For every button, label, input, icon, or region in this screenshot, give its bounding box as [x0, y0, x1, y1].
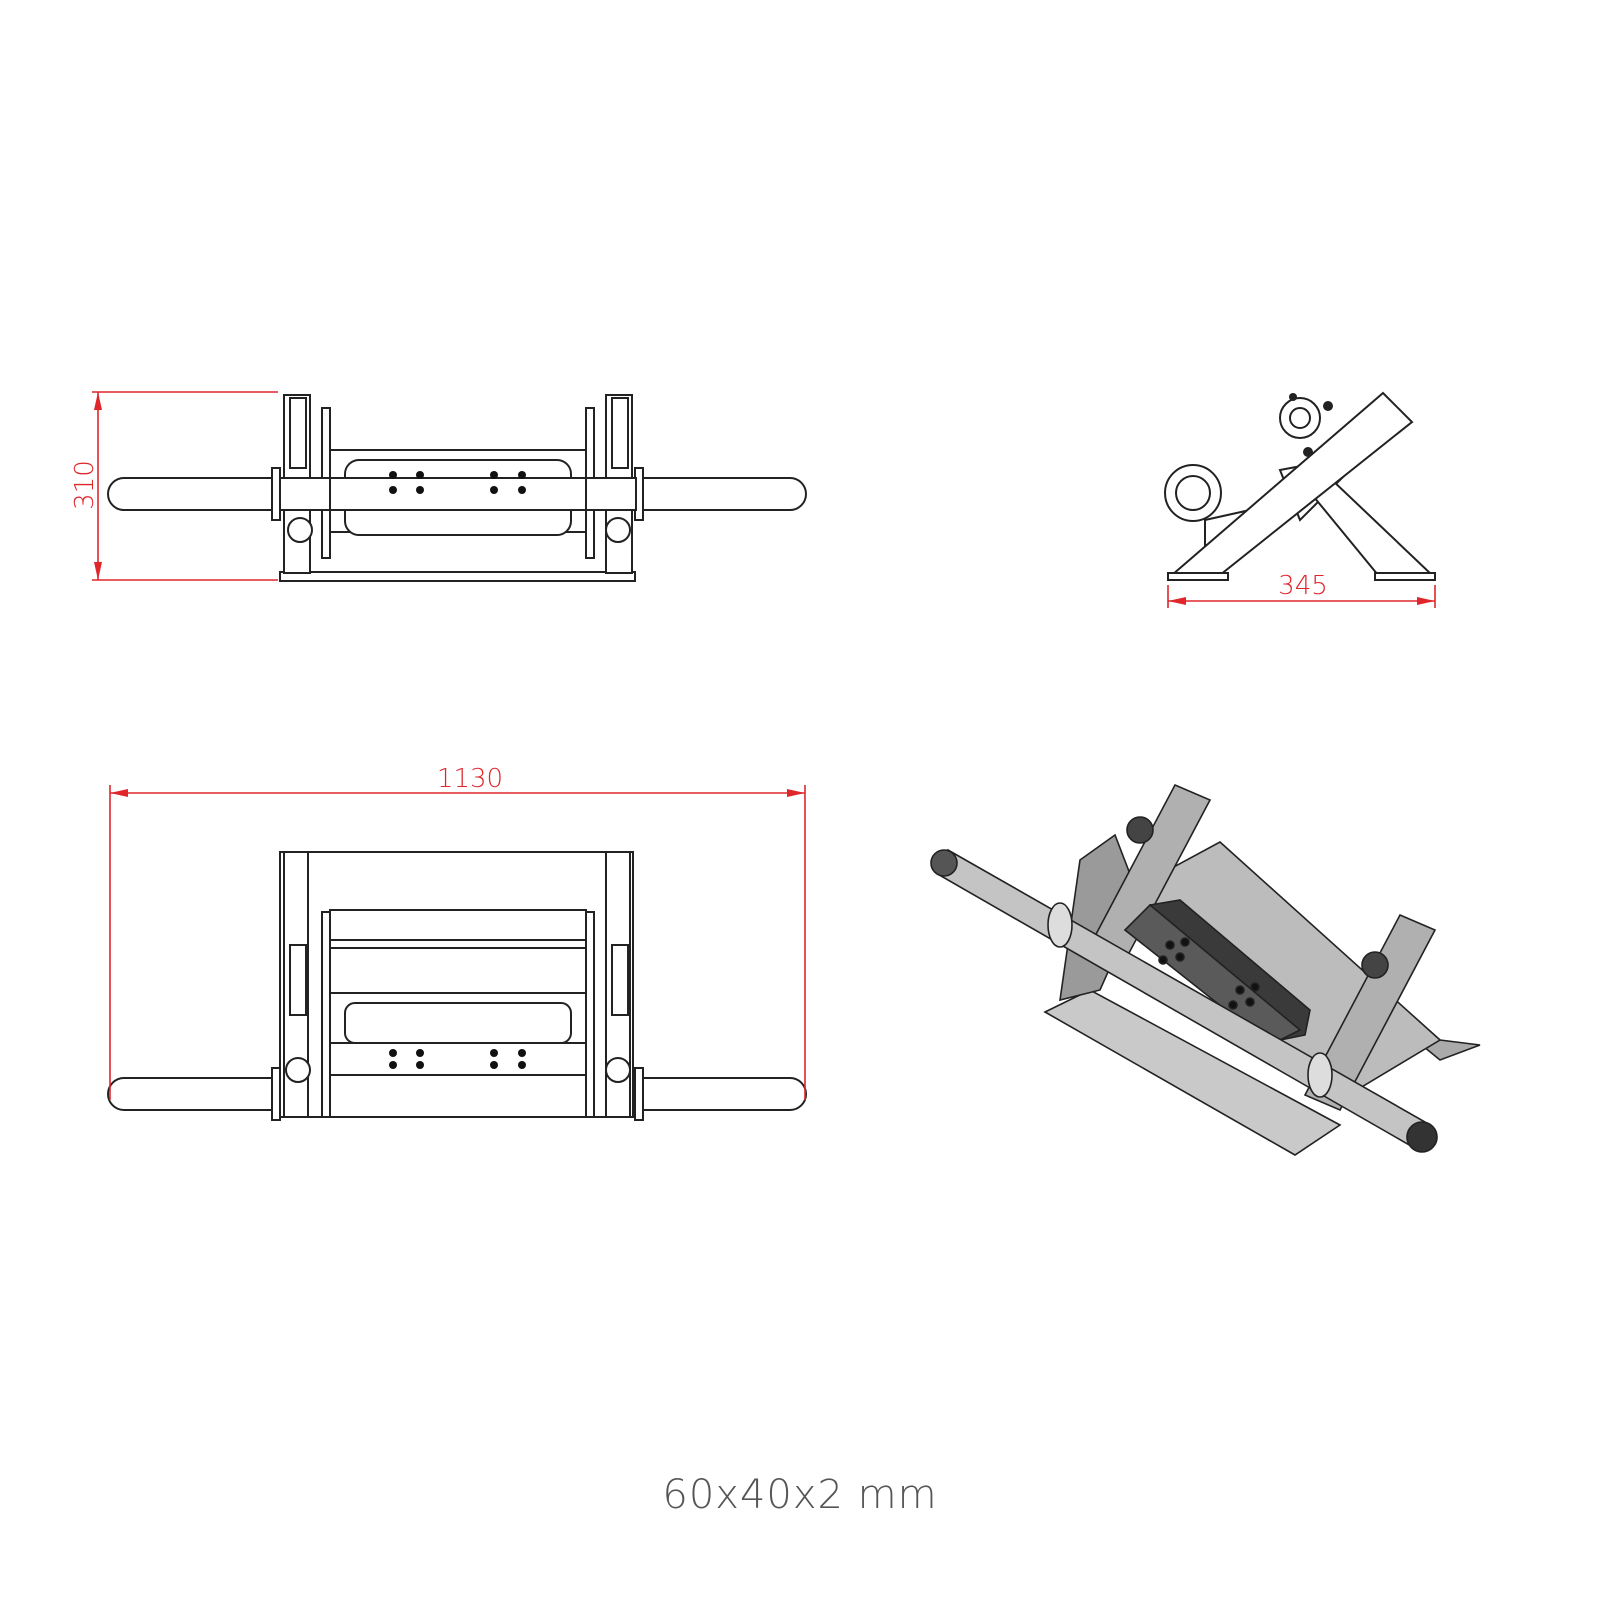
- front-view: [107, 394, 807, 582]
- height-dimension: 310: [70, 391, 278, 581]
- depth-dimension: 345: [1167, 571, 1436, 608]
- width-dimension: 1130: [109, 764, 806, 1100]
- hole-pattern: [389, 471, 526, 494]
- width-label: 1130: [437, 764, 503, 794]
- height-label: 310: [70, 460, 100, 510]
- isometric-view: [930, 783, 1481, 1156]
- depth-label: 345: [1278, 571, 1328, 601]
- top-view: [107, 851, 807, 1121]
- side-view: [1164, 391, 1436, 581]
- hole-pattern: [389, 1049, 526, 1069]
- profile-caption: 60x40x2 mm: [662, 1472, 938, 1518]
